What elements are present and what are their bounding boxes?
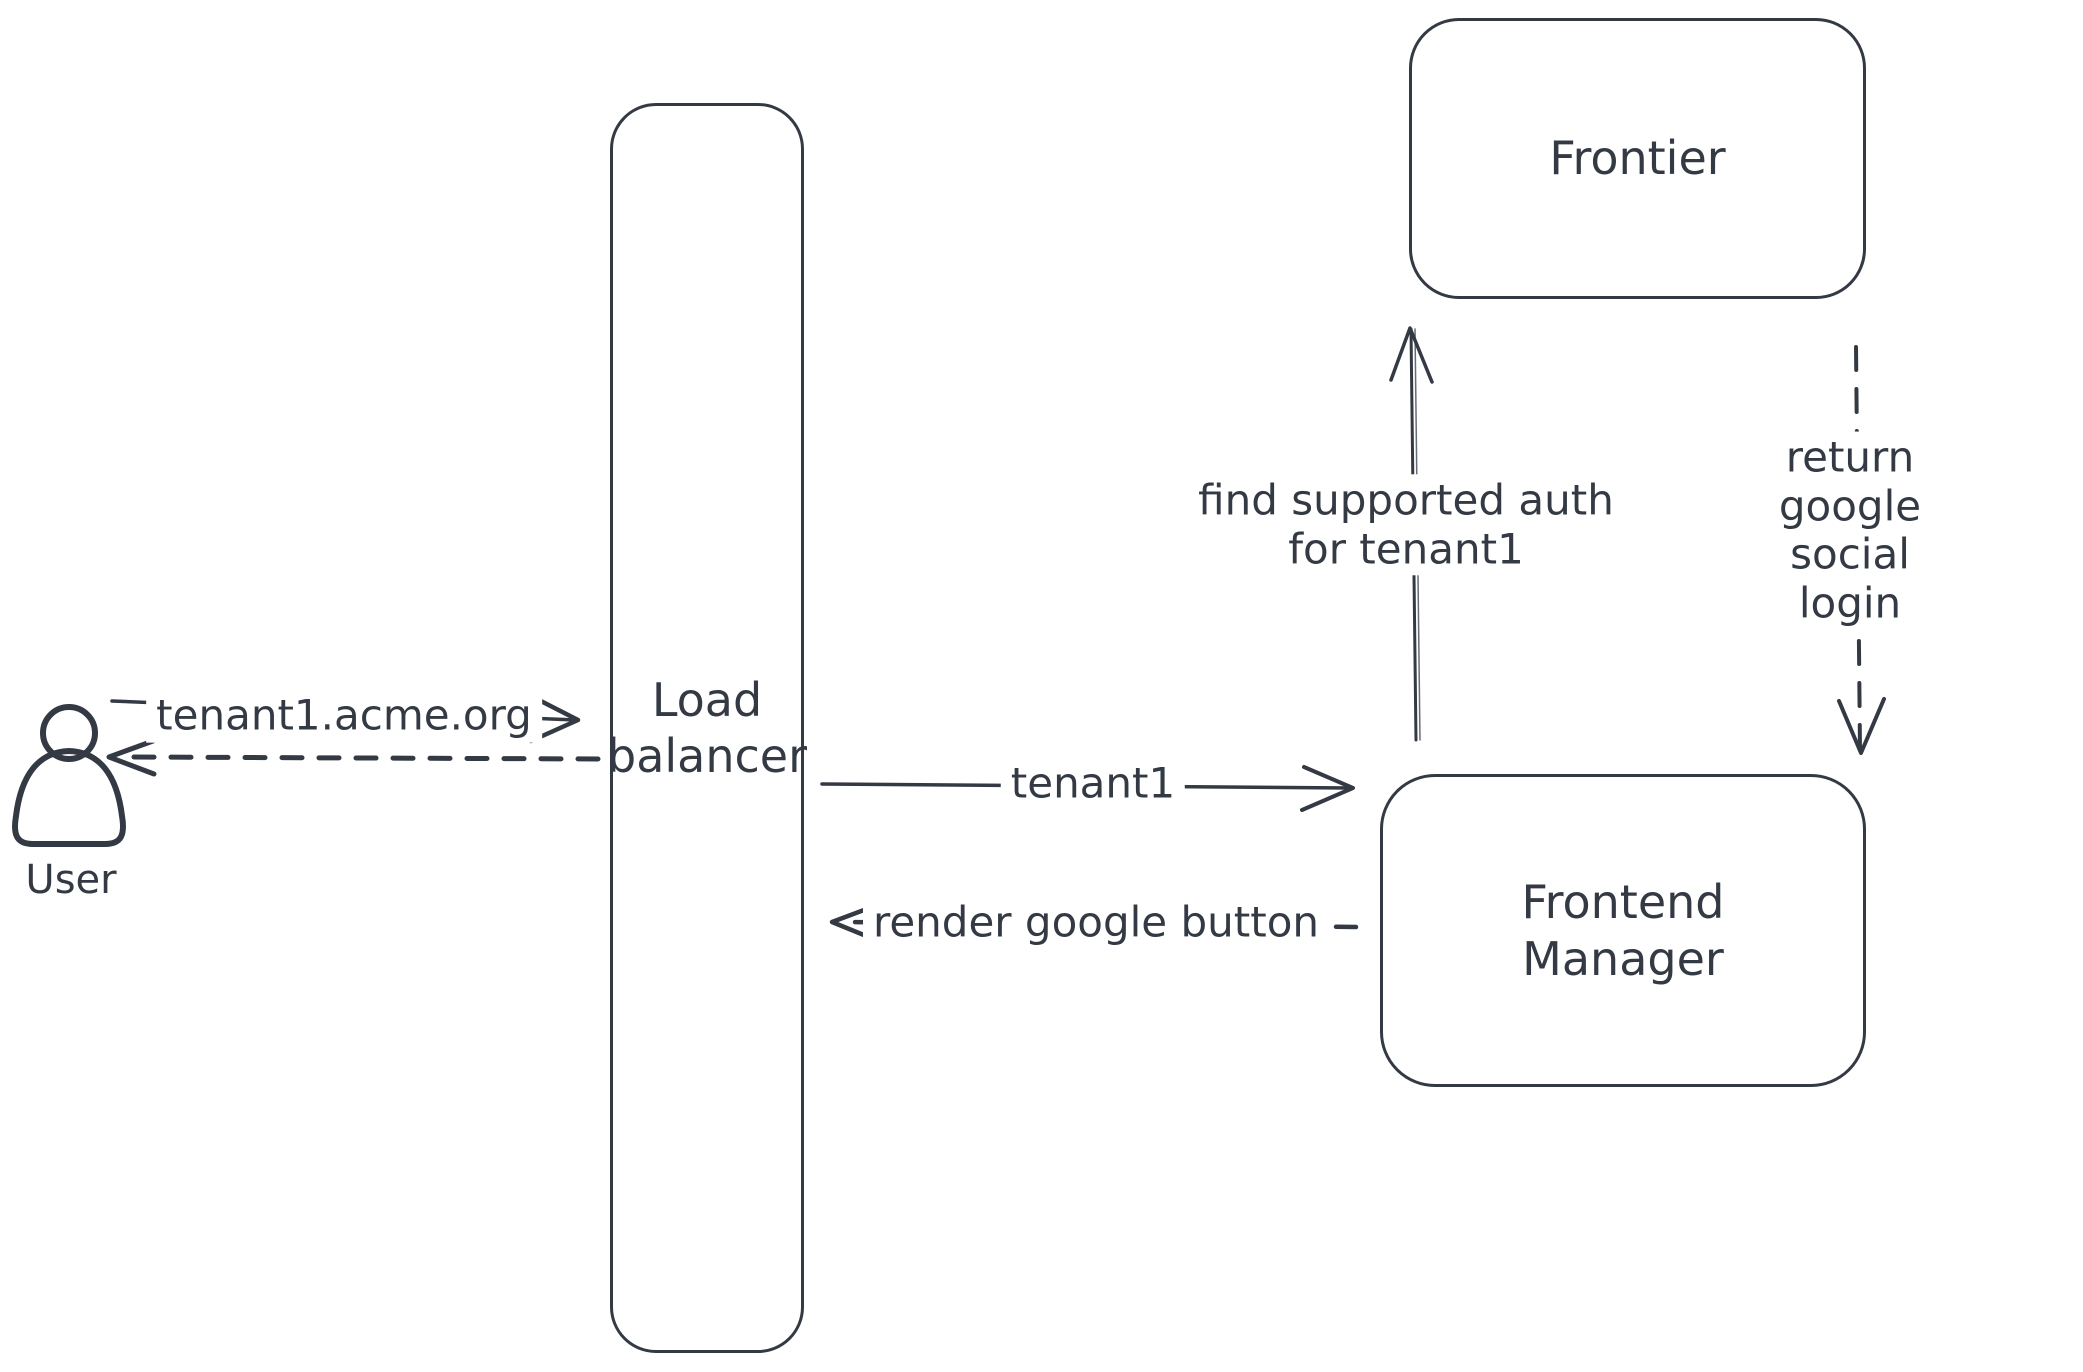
node-load-balancer: Load balancer bbox=[607, 103, 808, 1353]
edge-user-request-arrowhead bbox=[528, 694, 581, 744]
edge-return-login-arrowhead bbox=[1837, 697, 1886, 755]
node-frontier-label: Frontier bbox=[1549, 131, 1726, 186]
edge-forward-tenant-arrowhead bbox=[1300, 765, 1355, 812]
edge-label-user-request: tenant1.acme.org bbox=[146, 689, 542, 743]
edge-label-find-auth: find supported auth for tenant1 bbox=[1188, 474, 1624, 576]
node-frontend-manager: Frontend Manager bbox=[1380, 774, 1866, 1087]
node-frontend-manager-label: Frontend Manager bbox=[1521, 875, 1725, 986]
edge-user-response bbox=[106, 738, 601, 777]
edge-label-return-login: return google social login bbox=[1733, 431, 1967, 631]
edge-user-response-line bbox=[125, 754, 601, 762]
node-frontier: Frontier bbox=[1409, 18, 1866, 299]
edge-return-login bbox=[1837, 345, 1886, 755]
edge-return-login-line bbox=[1854, 345, 1862, 752]
edge-find-auth-arrowhead bbox=[1389, 326, 1434, 384]
node-load-balancer-label: Load balancer bbox=[607, 672, 808, 783]
edge-label-render-button: render google button bbox=[862, 896, 1330, 950]
user-icon bbox=[12, 704, 126, 847]
user-icon-head bbox=[40, 704, 98, 762]
actor-user-label: User bbox=[25, 857, 117, 903]
edge-label-forward-tenant: tenant1 bbox=[1000, 757, 1186, 811]
edge-user-response-arrowhead bbox=[106, 738, 157, 777]
user-icon-body bbox=[12, 748, 126, 847]
